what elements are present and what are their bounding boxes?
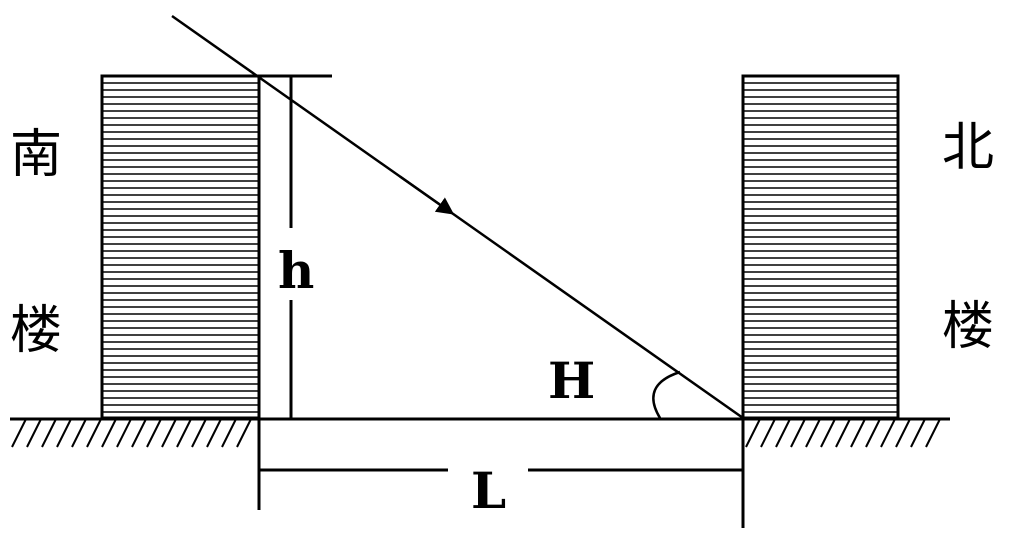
- angle-arc: [652, 370, 681, 419]
- angle-label: H: [548, 351, 595, 410]
- ground-hatch-line: [206, 418, 222, 448]
- ground-hatch-line: [910, 418, 926, 448]
- height-marker: [259, 74, 332, 419]
- ground-hatch-line: [161, 418, 177, 448]
- sun-ray: [171, 14, 744, 420]
- ground-hatch-line: [760, 418, 776, 448]
- ground-hatch-line: [86, 418, 102, 448]
- ground-hatch-line: [805, 418, 821, 448]
- south-building: [100, 74, 261, 420]
- distance-marker: [257, 419, 745, 528]
- ground-hatch-line: [850, 418, 866, 448]
- ground-hatch-line: [745, 418, 761, 448]
- ground-hatch-line: [176, 418, 192, 448]
- south-label-char2: 楼: [10, 301, 62, 361]
- ground-hatch-line: [221, 418, 237, 448]
- distance-label: L: [471, 461, 506, 520]
- ground-hatch-line: [101, 418, 117, 448]
- ground-hatch-line: [191, 418, 207, 448]
- north-label-char1: 北: [942, 118, 994, 178]
- ground-hatch-line: [775, 418, 791, 448]
- ground-hatch-line: [820, 418, 836, 448]
- north-label-char2: 楼: [942, 297, 994, 357]
- ground-hatch-line: [11, 418, 27, 448]
- ground-hatch-line: [925, 418, 941, 448]
- ground: [10, 417, 950, 448]
- south-label-char1: 南: [10, 125, 62, 185]
- ground-hatch-line: [56, 418, 72, 448]
- ground-hatching-left: [11, 418, 252, 448]
- ground-hatch-line: [895, 418, 911, 448]
- ground-hatch-line: [835, 418, 851, 448]
- north-building-hatching: [744, 82, 897, 413]
- north-building: [741, 74, 900, 420]
- ground-hatch-line: [146, 418, 162, 448]
- ground-hatching-right: [745, 418, 941, 448]
- ground-hatch-line: [41, 418, 57, 448]
- ground-hatch-line: [131, 418, 147, 448]
- ground-hatch-line: [71, 418, 87, 448]
- height-label: h: [278, 241, 314, 300]
- ground-hatch-line: [236, 418, 252, 448]
- ground-hatch-line: [880, 418, 896, 448]
- south-building-hatching: [103, 82, 258, 413]
- ground-hatch-line: [116, 418, 132, 448]
- ground-hatch-line: [26, 418, 42, 448]
- ground-hatch-line: [790, 418, 806, 448]
- ground-hatch-line: [865, 418, 881, 448]
- ray-arrow: [399, 175, 455, 215]
